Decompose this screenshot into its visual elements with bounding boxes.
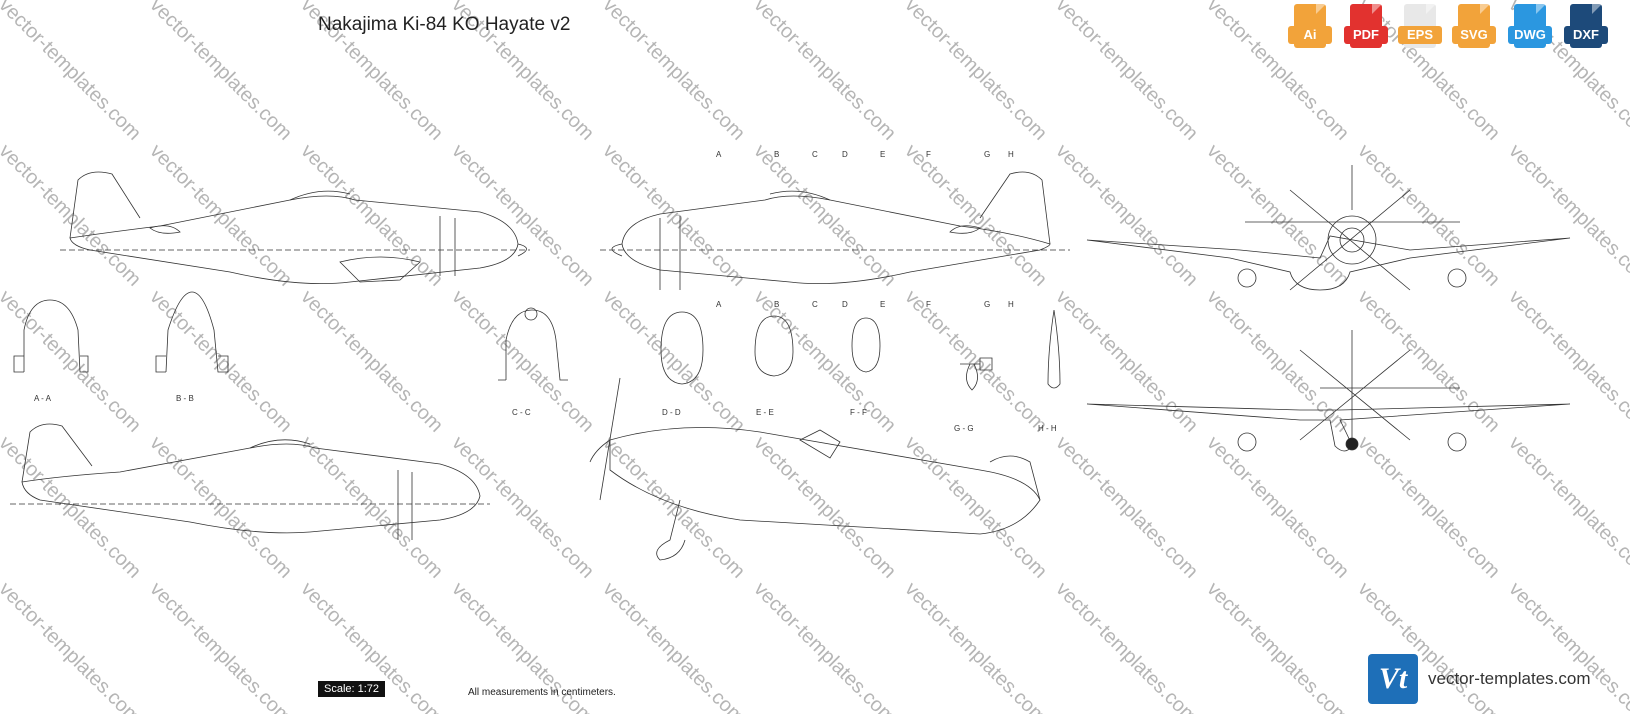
section-marker: G <box>984 150 991 159</box>
section-marker: D <box>842 300 848 309</box>
section-marker: H <box>1008 150 1014 159</box>
illustrator-file-icon[interactable]: Ai <box>1288 4 1332 54</box>
scale-label: Scale: 1:72 <box>318 681 386 697</box>
rear-view <box>1086 330 1571 452</box>
section-marker: G <box>984 300 991 309</box>
side-view-left-bottom <box>10 423 490 540</box>
page-title: Nakajima Ki-84 KO Hayate v2 <box>318 14 571 35</box>
pdf-file-icon[interactable]: PDF <box>1344 4 1388 54</box>
side-view-left-top <box>60 171 530 285</box>
section-label: E - E <box>756 408 774 417</box>
brand-site-name: vector-templates.com <box>1428 669 1591 688</box>
format-label: Ai <box>1288 26 1332 44</box>
svg-file-icon[interactable]: SVG <box>1452 4 1496 54</box>
format-label: PDF <box>1344 26 1388 44</box>
measurement-note: All measurements in centimeters. <box>468 687 616 698</box>
section-marker: F <box>926 300 931 309</box>
file-fold-corner <box>1426 4 1436 14</box>
section-label: C - C <box>512 408 531 417</box>
dwg-file-icon[interactable]: DWG <box>1508 4 1552 54</box>
section-marker: C <box>812 150 818 159</box>
front-view <box>1086 165 1571 291</box>
section-marker: C <box>812 300 818 309</box>
section-label: B - B <box>176 394 194 403</box>
file-fold-corner <box>1316 4 1326 14</box>
section-label: D - D <box>662 408 681 417</box>
section-label: H - H <box>1038 424 1057 433</box>
section-marker: E <box>880 150 886 159</box>
iso-view <box>589 377 1041 561</box>
format-label: DWG <box>1508 26 1552 44</box>
section-marker: A <box>716 300 722 309</box>
eps-file-icon[interactable]: EPS <box>1398 4 1442 54</box>
format-label: SVG <box>1452 26 1496 44</box>
file-fold-corner <box>1480 4 1490 14</box>
format-label: EPS <box>1398 26 1442 44</box>
section-marker: F <box>926 150 931 159</box>
file-fold-corner <box>1536 4 1546 14</box>
format-label: DXF <box>1564 26 1608 44</box>
section-label: G - G <box>954 424 974 433</box>
section-label: A - A <box>34 394 51 403</box>
section-marker: D <box>842 150 848 159</box>
section-marker: E <box>880 300 886 309</box>
section-marker: B <box>774 150 780 159</box>
section-marker: B <box>774 300 780 309</box>
section-marker: A <box>716 150 722 159</box>
section-label: F - F <box>850 408 867 417</box>
section-marker: H <box>1008 300 1014 309</box>
file-fold-corner <box>1372 4 1382 14</box>
side-view-right-top <box>600 171 1070 290</box>
dxf-file-icon[interactable]: DXF <box>1564 4 1608 54</box>
vt-logo-icon: Vt <box>1368 654 1418 704</box>
file-fold-corner <box>1592 4 1602 14</box>
section-shapes <box>13 291 1061 391</box>
